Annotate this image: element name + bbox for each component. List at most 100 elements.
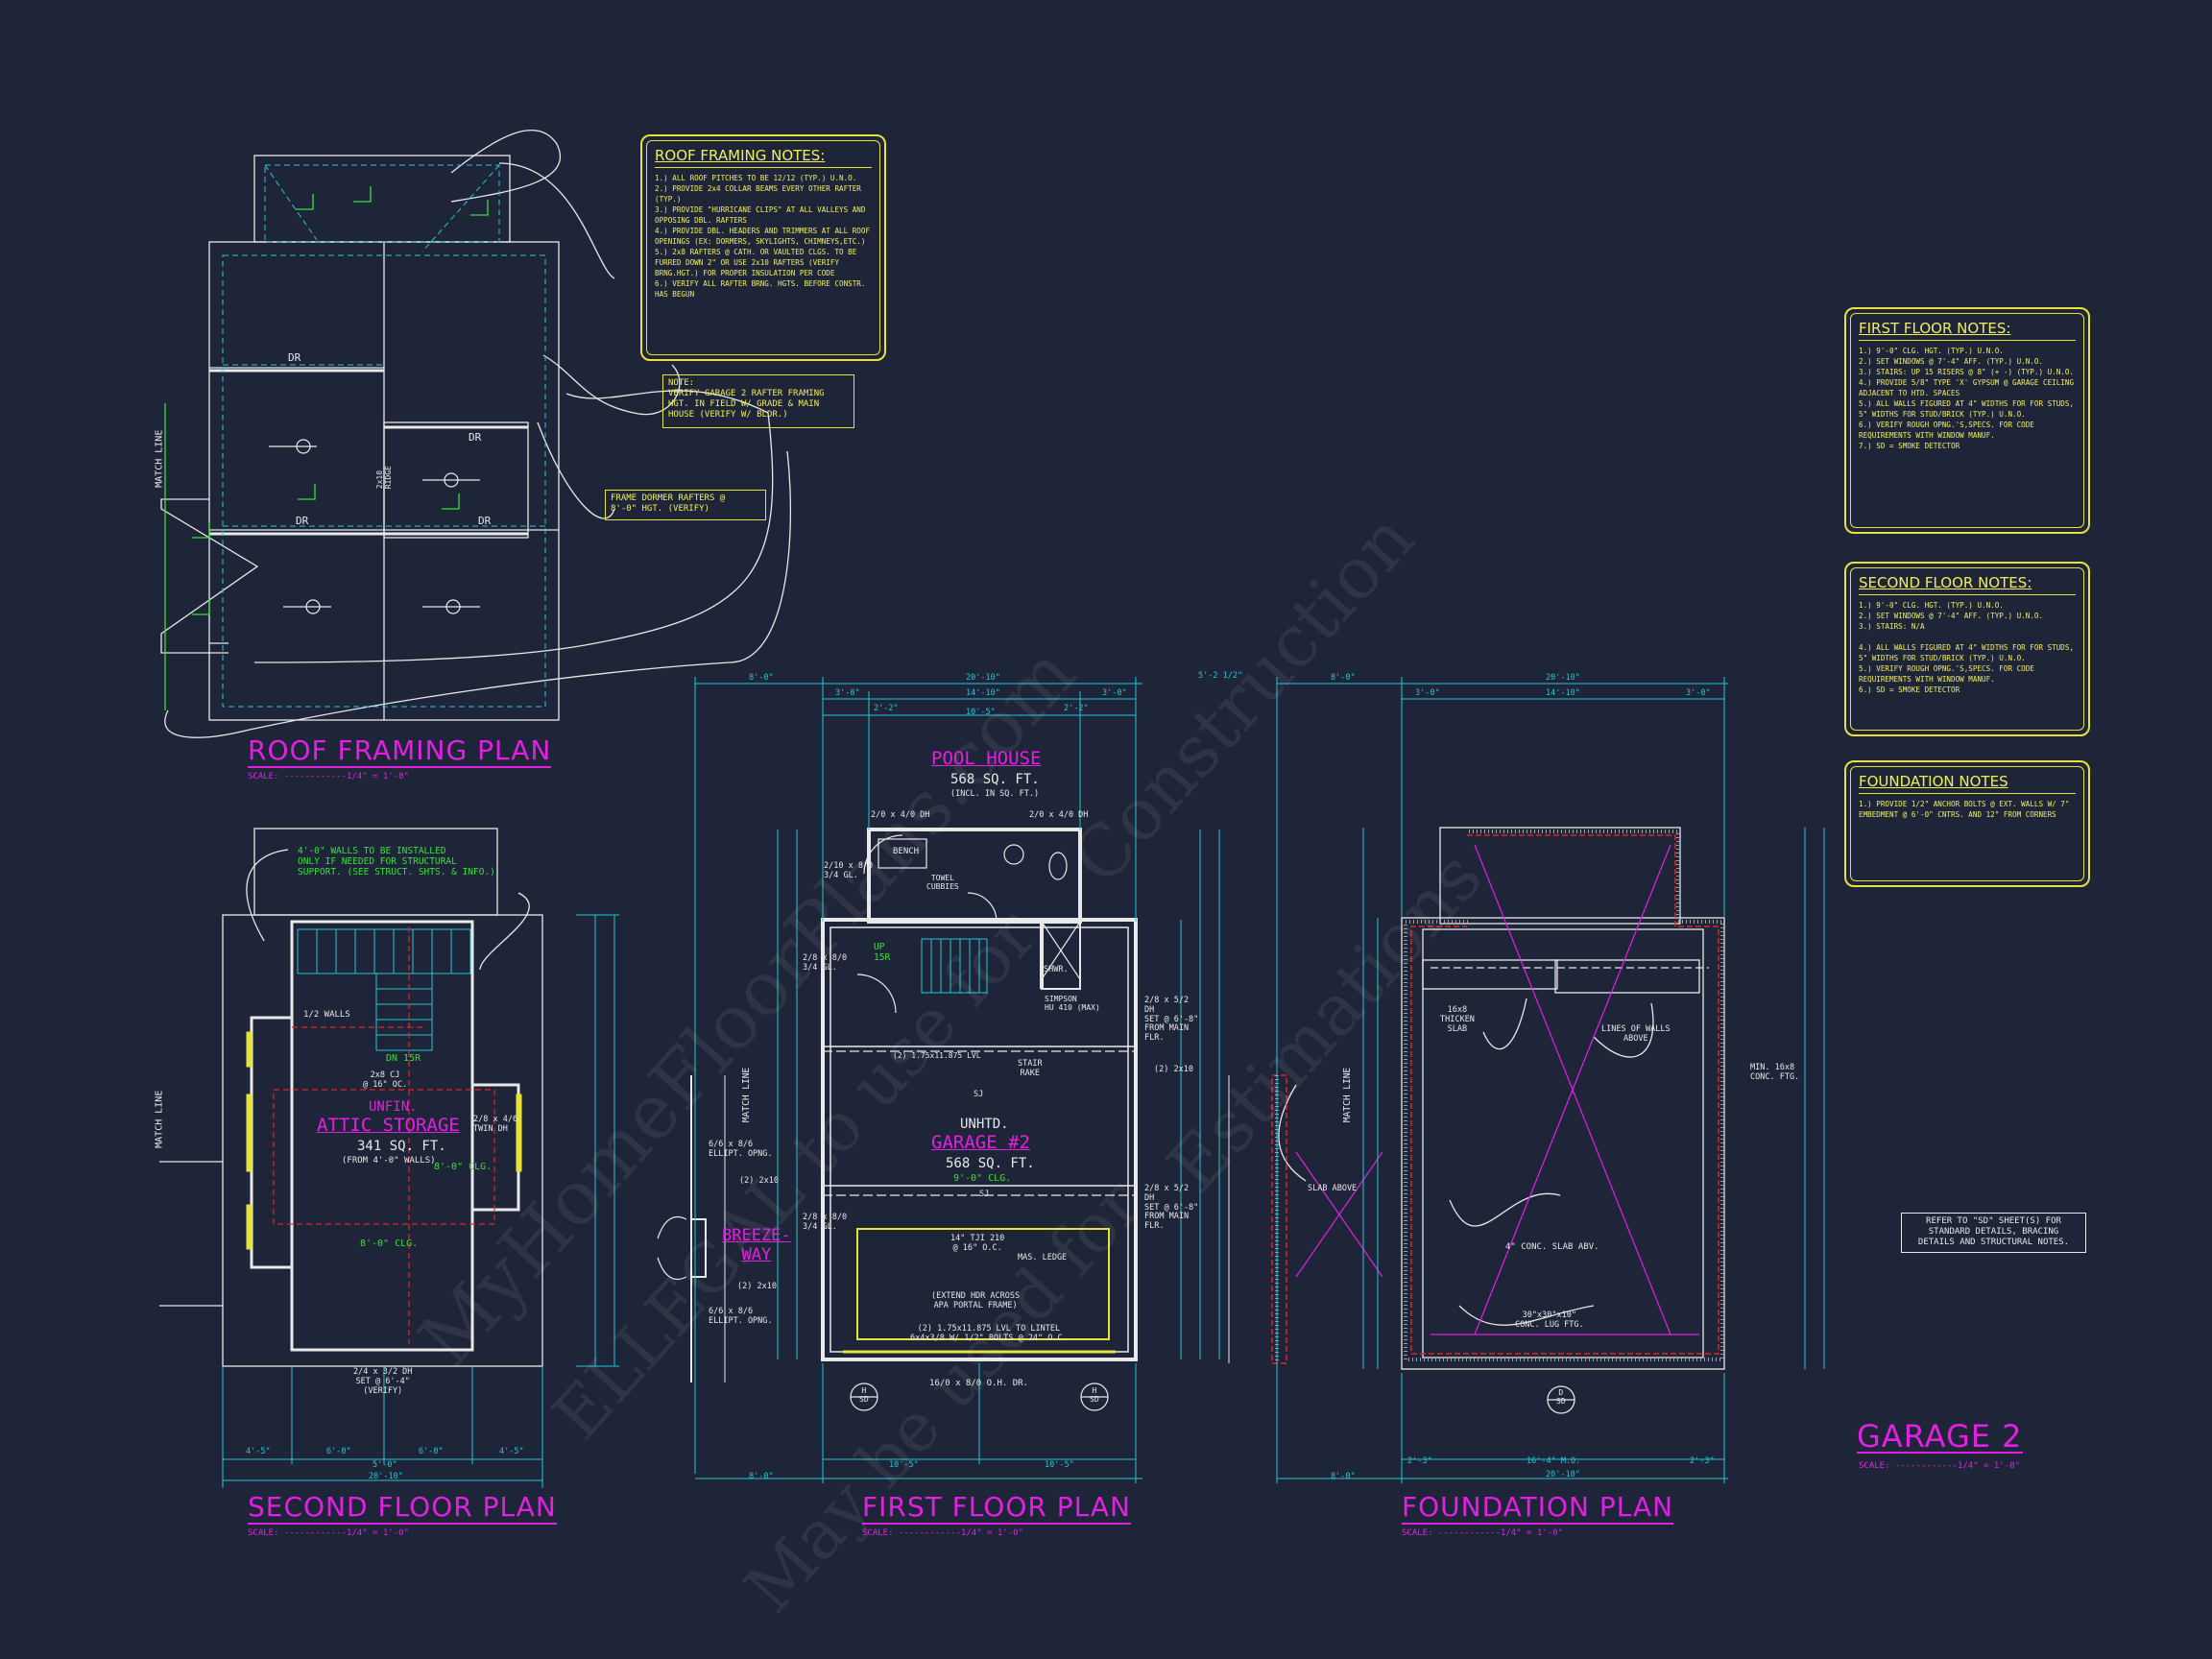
between-dim: 5'-2 1/2": [1198, 671, 1243, 681]
roof-framing-notes: ROOF FRAMING NOTES: 1.) ALL ROOF PITCHES…: [640, 134, 886, 361]
lug-ftg-label: 30"x30"x10" CONC. LUG FTG.: [1515, 1310, 1584, 1330]
second-dim-6: 20'-10": [369, 1472, 403, 1481]
attic-clg-2: 8'-0" CLG.: [360, 1238, 419, 1249]
garage-clg: 9'-0" CLG.: [953, 1173, 1012, 1184]
match-lines: [724, 1075, 1230, 1382]
extend-hdr-label: (EXTEND HDR ACROSS APA PORTAL FRAME): [931, 1291, 1021, 1310]
second-floor-notes: SECOND FLOOR NOTES: 1.) 9'-0" CLG. HGT. …: [1844, 562, 2090, 736]
bench-label: BENCH: [893, 847, 920, 856]
first-floor-note: 2.) SET WINDOWS @ 7'-4" AFF. (TYP.) U.N.…: [1859, 357, 2044, 366]
shower-label: SHWR.: [1044, 965, 1069, 974]
roof-scale: SCALE: ------------1/4" = 1'-0": [248, 772, 409, 781]
garage-2-label: GARAGE #2: [931, 1132, 1030, 1153]
foundation-plan-title: FOUNDATION PLAN: [1402, 1491, 1674, 1525]
sj-label-2: SJ: [979, 1190, 990, 1199]
garage-scale: SCALE: ------------1/4" = 1'-0": [1859, 1461, 2020, 1471]
roof-note: 6.) VERIFY ALL RAFTER BRNG. HGTS. BEFORE…: [655, 279, 866, 299]
dh-label-1: 2/0 x 4/0 DH: [871, 810, 930, 820]
first-floor-dims: [694, 677, 1220, 1483]
found-dim-1: 8'-0": [1331, 673, 1356, 683]
roof-arrows: [269, 439, 480, 614]
first-floor-note: 5.) ALL WALLS FIGURED AT 4" WIDTHS FOR F…: [1859, 399, 2075, 419]
roof-note: 3.) PROVIDE "HURRICANE CLIPS" AT ALL VAL…: [655, 205, 866, 225]
attic-sqft: 341 SQ. FT.: [357, 1139, 446, 1154]
foundation-note: 1.) PROVIDE 1/2" ANCHOR BOLTS @ EXT. WAL…: [1859, 800, 2070, 819]
found-dim-b2: 16'-4" M.O.: [1527, 1456, 1581, 1466]
foundation-magenta-x: [1295, 844, 1699, 1335]
attic-unfin: UNFIN.: [369, 1099, 418, 1115]
attic-clg-1: 8'-0" CLG.: [434, 1162, 493, 1172]
twin-dh-label: 2/8 x 4/6 TWIN DH: [473, 1115, 518, 1134]
second-dim-3: 5'-0": [373, 1460, 397, 1470]
first-dim-1: 8'-0": [749, 673, 774, 683]
foundation-red-walls: [1271, 834, 1719, 1364]
tji-label: 14" TJI 210 @ 16" O.C.: [950, 1234, 1005, 1253]
first-floor-note: 7.) SD = SMOKE DETECTOR: [1859, 442, 1960, 450]
garage-2-title: GARAGE 2: [1857, 1418, 2023, 1455]
found-dim-b1: 2'-3": [1407, 1456, 1432, 1466]
lvl-label: (2) 1.75x11.875 LVL: [893, 1051, 981, 1060]
first-dim-b1: 10'-5": [889, 1460, 919, 1470]
oh-door-label: 16/0 x 8/0 O.H. DR.: [929, 1379, 1028, 1388]
min-ftg-label: MIN. 16x8 CONC. FTG.: [1750, 1063, 1800, 1082]
slab-above-label: SLAB ABOVE: [1308, 1184, 1358, 1193]
roof-note: 4.) PROVIDE DBL. HEADERS AND TRIMMERS AT…: [655, 227, 871, 246]
roof-dr-4: DR: [478, 515, 492, 527]
conc-slab-label: 4" CONC. SLAB ABV.: [1505, 1242, 1599, 1252]
found-dim-3: 3'-0": [1415, 688, 1440, 698]
refer-sd-note: REFER TO "SD" SHEET(S) FOR STANDARD DETA…: [1901, 1213, 2086, 1253]
foundation-notes: FOUNDATION NOTES 1.) PROVIDE 1/2" ANCHOR…: [1844, 760, 2090, 887]
first-dim-b2: 10'-5": [1045, 1460, 1074, 1470]
second-floor-plan: [159, 828, 543, 1367]
attic-walls-note: 4'-0" WALLS TO BE INSTALLED ONLY IF NEED…: [298, 846, 495, 878]
second-match-line: MATCH LINE: [154, 1090, 165, 1148]
first-floor-notes: FIRST FLOOR NOTES: 1.) 9'-0" CLG. HGT. (…: [1844, 307, 2090, 534]
tag-h-sd-2: H SD: [1090, 1386, 1099, 1405]
door-label-2: 2/8 x 8/0 3/4 GL.: [803, 953, 848, 973]
roof-dr-1: DR: [288, 351, 301, 364]
first-dim-6: 10'-5": [966, 708, 996, 717]
second-dim-1: 4'-5": [246, 1447, 271, 1456]
foundation-scale: SCALE: ------------1/4" = 1'-0": [1402, 1528, 1563, 1538]
simpson-label: SIMPSON HU 410 (MAX): [1045, 995, 1100, 1013]
found-dim-b4: 20'-10": [1546, 1470, 1580, 1479]
first-floor-note: 4.) PROVIDE 5/8" TYPE 'X' GYPSUM @ GARAG…: [1859, 378, 2075, 397]
lintel-label: (2) 1.75x11.875 LVL TO LINTEL 6x4x3/8 W/…: [910, 1324, 1068, 1343]
second-floor-notes-title: SECOND FLOOR NOTES:: [1859, 574, 2076, 595]
second-floor-windows: [246, 1031, 522, 1250]
second-floor-note: [1859, 632, 2076, 642]
up-15r-label: UP 15R: [874, 942, 891, 963]
first-floor-note: 3.) STAIRS: UP 15 RISERS @ 8" (+ -) (TYP…: [1859, 368, 2075, 376]
first-floor-details: [657, 834, 1136, 1411]
second-floor-dims: [222, 914, 619, 1488]
dh-label-2: 2/0 x 4/0 DH: [1029, 810, 1089, 820]
foundation-match-line: MATCH LINE: [1342, 1067, 1354, 1123]
roof-match-line: MATCH LINE: [154, 429, 165, 488]
garage-unhtd: UNHTD.: [960, 1117, 1009, 1132]
found-dim-4: 14'-10": [1546, 688, 1580, 698]
half-walls-label: 1/2 WALLS: [303, 1010, 350, 1020]
x2-10-label-3: (2) 2x10: [1154, 1065, 1193, 1074]
dh-main-1: 2/8 x 5/2 DH SET @ 6'-8" FROM MAIN FLR.: [1144, 996, 1199, 1044]
dh-main-2: 2/8 x 5/2 DH SET @ 6'-8" FROM MAIN FLR.: [1144, 1184, 1199, 1232]
tag-d-sd: D SD: [1556, 1388, 1566, 1407]
second-floor-red: [273, 926, 495, 1344]
found-dim-b3: 2'-3": [1690, 1456, 1715, 1466]
second-floor-note: 4.) ALL WALLS FIGURED AT 4" WIDTHS FOR F…: [1859, 643, 2075, 662]
first-floor-notes-title: FIRST FLOOR NOTES:: [1859, 320, 2076, 341]
pool-house-label: POOL HOUSE: [931, 748, 1042, 769]
first-match-line: MATCH LINE: [741, 1067, 753, 1123]
first-scale: SCALE: ------------1/4" = 1'-0": [862, 1528, 1023, 1538]
second-floor-note: 5.) VERIFY ROUGH OPNG.'S,SPECS. FOR CODE…: [1859, 664, 2034, 684]
second-floor-plan-title: SECOND FLOOR PLAN: [248, 1491, 557, 1525]
door-label-1: 2/10 x 8/0 3/4 GL.: [824, 861, 874, 880]
dormer-callout: FRAME DORMER RAFTERS @ 8'-0" HGT. (VERIF…: [605, 490, 766, 520]
door-label-3: 2/8 x 8/0 3/4 GL.: [803, 1213, 848, 1232]
second-dim-5: 4'-5": [499, 1447, 524, 1456]
foundation-notes-title: FOUNDATION NOTES: [1859, 773, 2076, 794]
found-dim-5: 3'-0": [1686, 688, 1711, 698]
first-floor-note: 1.) 9'-0" CLG. HGT. (TYP.) U.N.O.: [1859, 347, 2004, 355]
first-dim-4: 14'-10": [966, 688, 1000, 698]
attic-from-walls: (FROM 4'-0" WALLS): [342, 1156, 436, 1166]
